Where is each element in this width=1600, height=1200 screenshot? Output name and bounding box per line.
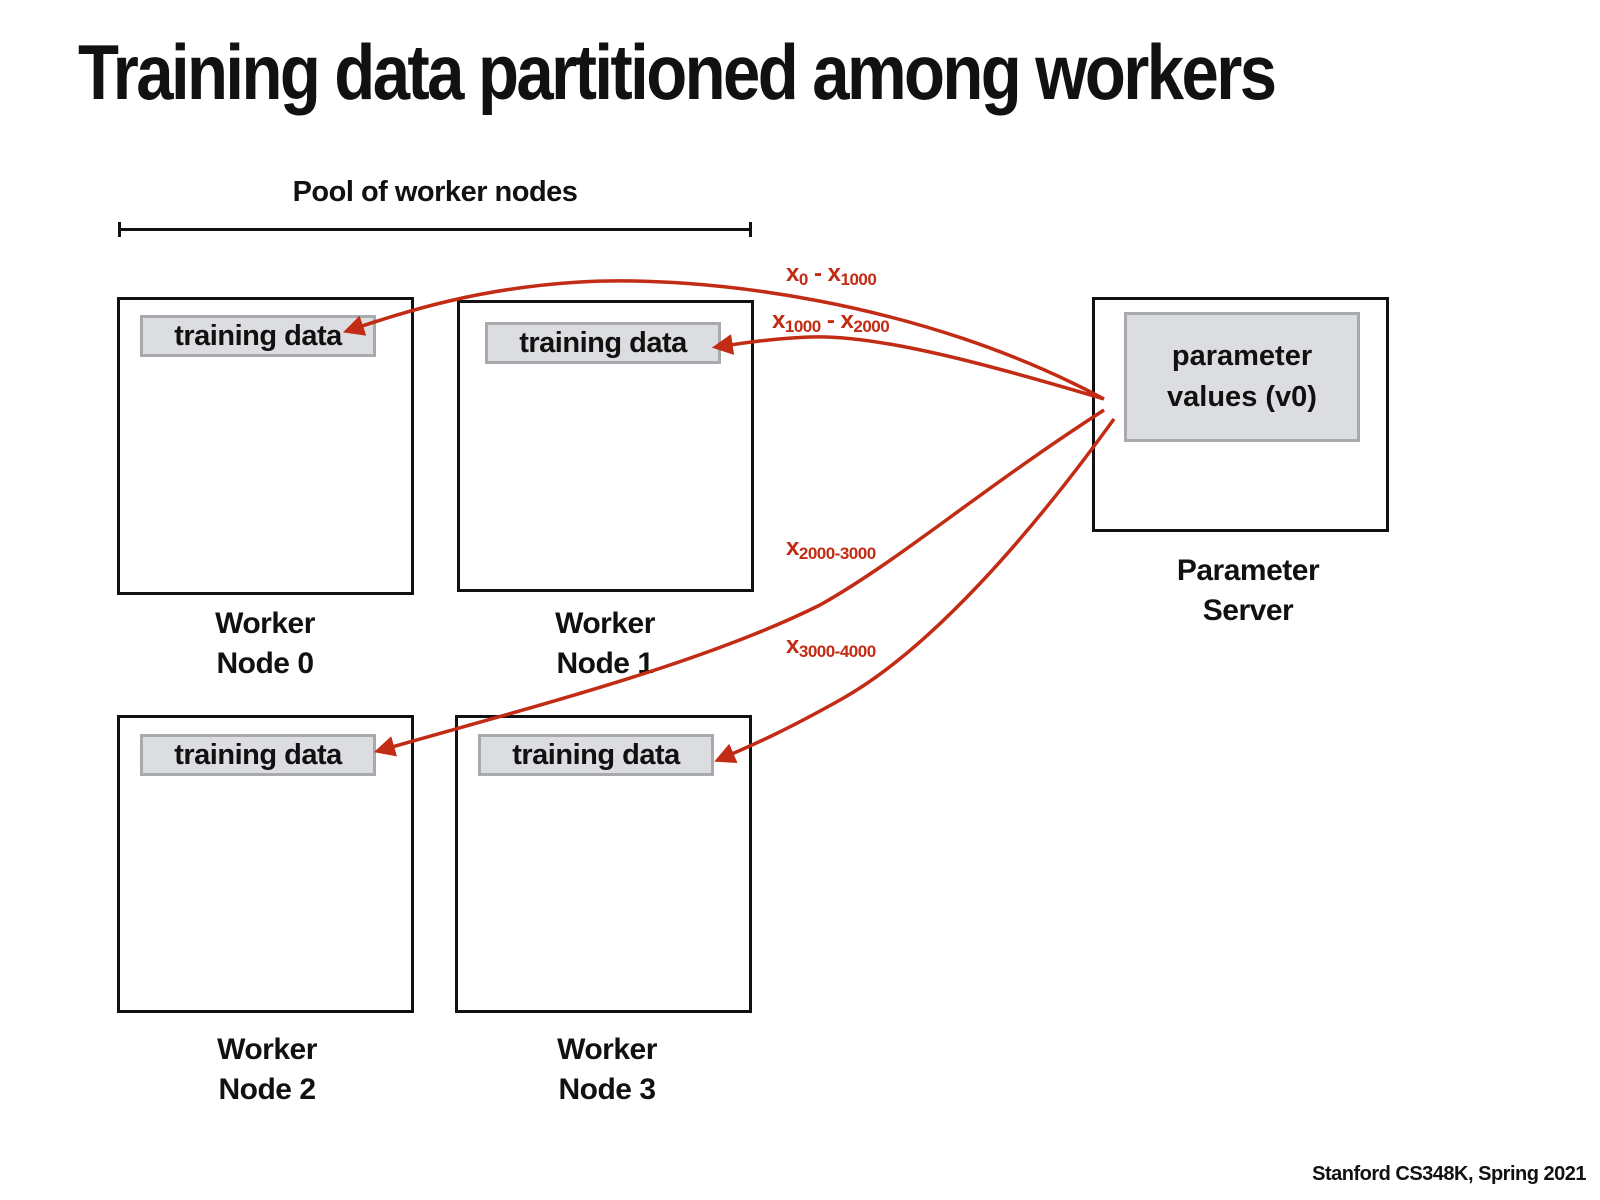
pool-bracket — [118, 222, 752, 237]
parameter-server-caption-line1: Parameter — [1176, 554, 1320, 587]
arrow-label-subscript: 2000 — [853, 317, 890, 336]
worker-node-3-caption-line2: Node 3 — [558, 1072, 656, 1106]
worker-node-2-caption-line2: Node 2 — [218, 1072, 316, 1106]
worker-node-2-caption-line1: Worker — [217, 1033, 317, 1066]
arrow-label-var: x — [786, 260, 799, 287]
footer-credit: Stanford CS348K, Spring 2021 — [1312, 1163, 1586, 1185]
arrow-label-subscript: 1000 — [784, 317, 821, 336]
worker-node-3-caption-line1: Worker — [557, 1033, 657, 1066]
parameter-values-chip: parameter values (v0) — [1124, 312, 1360, 442]
worker-node-3-caption: Worker Node 3 — [457, 1030, 757, 1109]
arrow-label-separator: - — [807, 260, 828, 287]
worker-node-0-caption: Worker Node 0 — [115, 604, 415, 683]
arrow-to-worker-node-0 — [343, 279, 1105, 401]
worker-node-1-training-data: training data — [485, 322, 721, 364]
worker-node-1-caption-line1: Worker — [555, 607, 655, 640]
arrow-label-subscript: 1000 — [840, 270, 877, 289]
parameter-values-line2: values (v0) — [1167, 381, 1317, 413]
parameter-server-caption: Parameter Server — [1098, 551, 1398, 630]
worker-node-0-caption-line2: Node 0 — [216, 646, 314, 680]
pool-label: Pool of worker nodes — [292, 176, 578, 208]
arrow-label-x1000-x2000: x1000 - x2000 — [772, 307, 890, 337]
arrow-label-separator: - — [820, 307, 841, 334]
worker-node-3-training-data: training data — [478, 734, 714, 776]
arrow-label-subscript: 2000-3000 — [798, 544, 876, 563]
worker-node-1-caption: Worker Node 1 — [455, 604, 755, 683]
arrow-label-var: x — [827, 260, 841, 287]
worker-node-2-training-data: training data — [140, 734, 376, 776]
arrow-label-x3000-4000: x3000-4000 — [786, 632, 876, 662]
parameter-values-line1: parameter — [1171, 340, 1313, 373]
arrow-label-var: x — [786, 632, 799, 659]
arrow-label-x0-x1000: x0 - x1000 — [786, 260, 877, 290]
arrow-label-subscript: 3000-4000 — [798, 642, 876, 661]
arrow-to-worker-node-1 — [711, 334, 1105, 401]
slide-title: Training data partitioned among workers — [78, 28, 1277, 116]
parameter-server-caption-line2: Server — [1202, 593, 1294, 627]
arrow-label-var: x — [840, 307, 854, 334]
arrow-label-var: x — [786, 534, 799, 561]
arrow-label-x2000-3000: x2000-3000 — [786, 534, 876, 564]
arrow-label-subscript: 0 — [798, 270, 808, 289]
arrow-label-var: x — [772, 307, 785, 334]
worker-node-2-caption: Worker Node 2 — [117, 1030, 417, 1109]
arrow-to-worker-node-2 — [373, 408, 1105, 757]
worker-node-0-training-data: training data — [140, 315, 376, 357]
worker-node-0-caption-line1: Worker — [215, 607, 315, 640]
arrow-to-worker-node-3 — [714, 417, 1116, 764]
